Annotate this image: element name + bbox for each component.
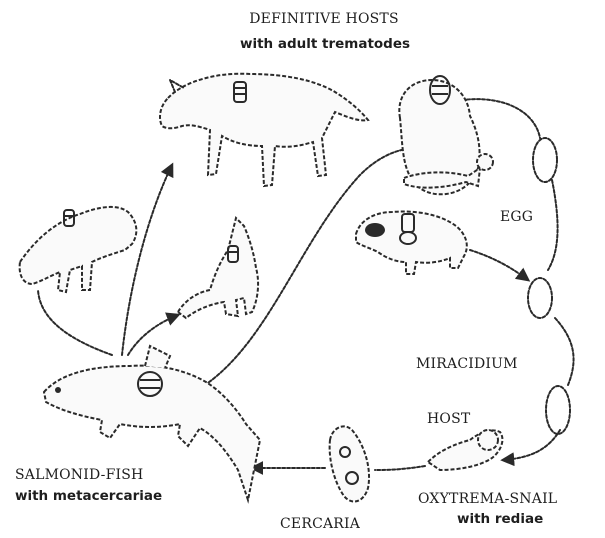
arrow-egg-to-miracidium bbox=[555, 318, 574, 385]
miracidium-label: MIRACIDIUM bbox=[416, 357, 518, 371]
dog-icon bbox=[178, 218, 258, 318]
snail-sublabel: with rediae bbox=[457, 513, 543, 527]
arrow-snail-to-cercaria bbox=[375, 466, 425, 470]
fish-sublabel: with metacercariae bbox=[15, 490, 162, 504]
fox-icon bbox=[20, 207, 137, 292]
snail-label: OXYTREMA-SNAIL bbox=[418, 492, 557, 506]
arrow-miracidium-to-snail bbox=[503, 430, 560, 460]
wolf-icon bbox=[160, 74, 368, 186]
miracidium-icon bbox=[546, 386, 570, 434]
definitive-hosts-title: DEFINITIVE HOSTS bbox=[249, 12, 399, 26]
snail-icon bbox=[428, 430, 502, 470]
arrow-raccoon-to-egg bbox=[470, 250, 528, 280]
egg-icon-2 bbox=[528, 278, 552, 318]
cercaria-label: CERCARIA bbox=[280, 517, 360, 531]
bear-icon bbox=[399, 76, 493, 194]
cercaria-icon bbox=[330, 426, 369, 501]
raccoon-icon bbox=[356, 212, 467, 274]
arrow-fish-to-wolf bbox=[122, 165, 172, 355]
definitive-hosts-subtitle: with adult trematodes bbox=[240, 38, 410, 52]
fish-label: SALMONID-FISH bbox=[15, 468, 143, 482]
egg-label: EGG bbox=[500, 210, 533, 224]
egg-icon bbox=[533, 138, 557, 182]
arrow-fish-to-fox bbox=[38, 290, 112, 355]
host-label: HOST bbox=[427, 412, 470, 426]
arrow-egg-down bbox=[548, 180, 558, 270]
